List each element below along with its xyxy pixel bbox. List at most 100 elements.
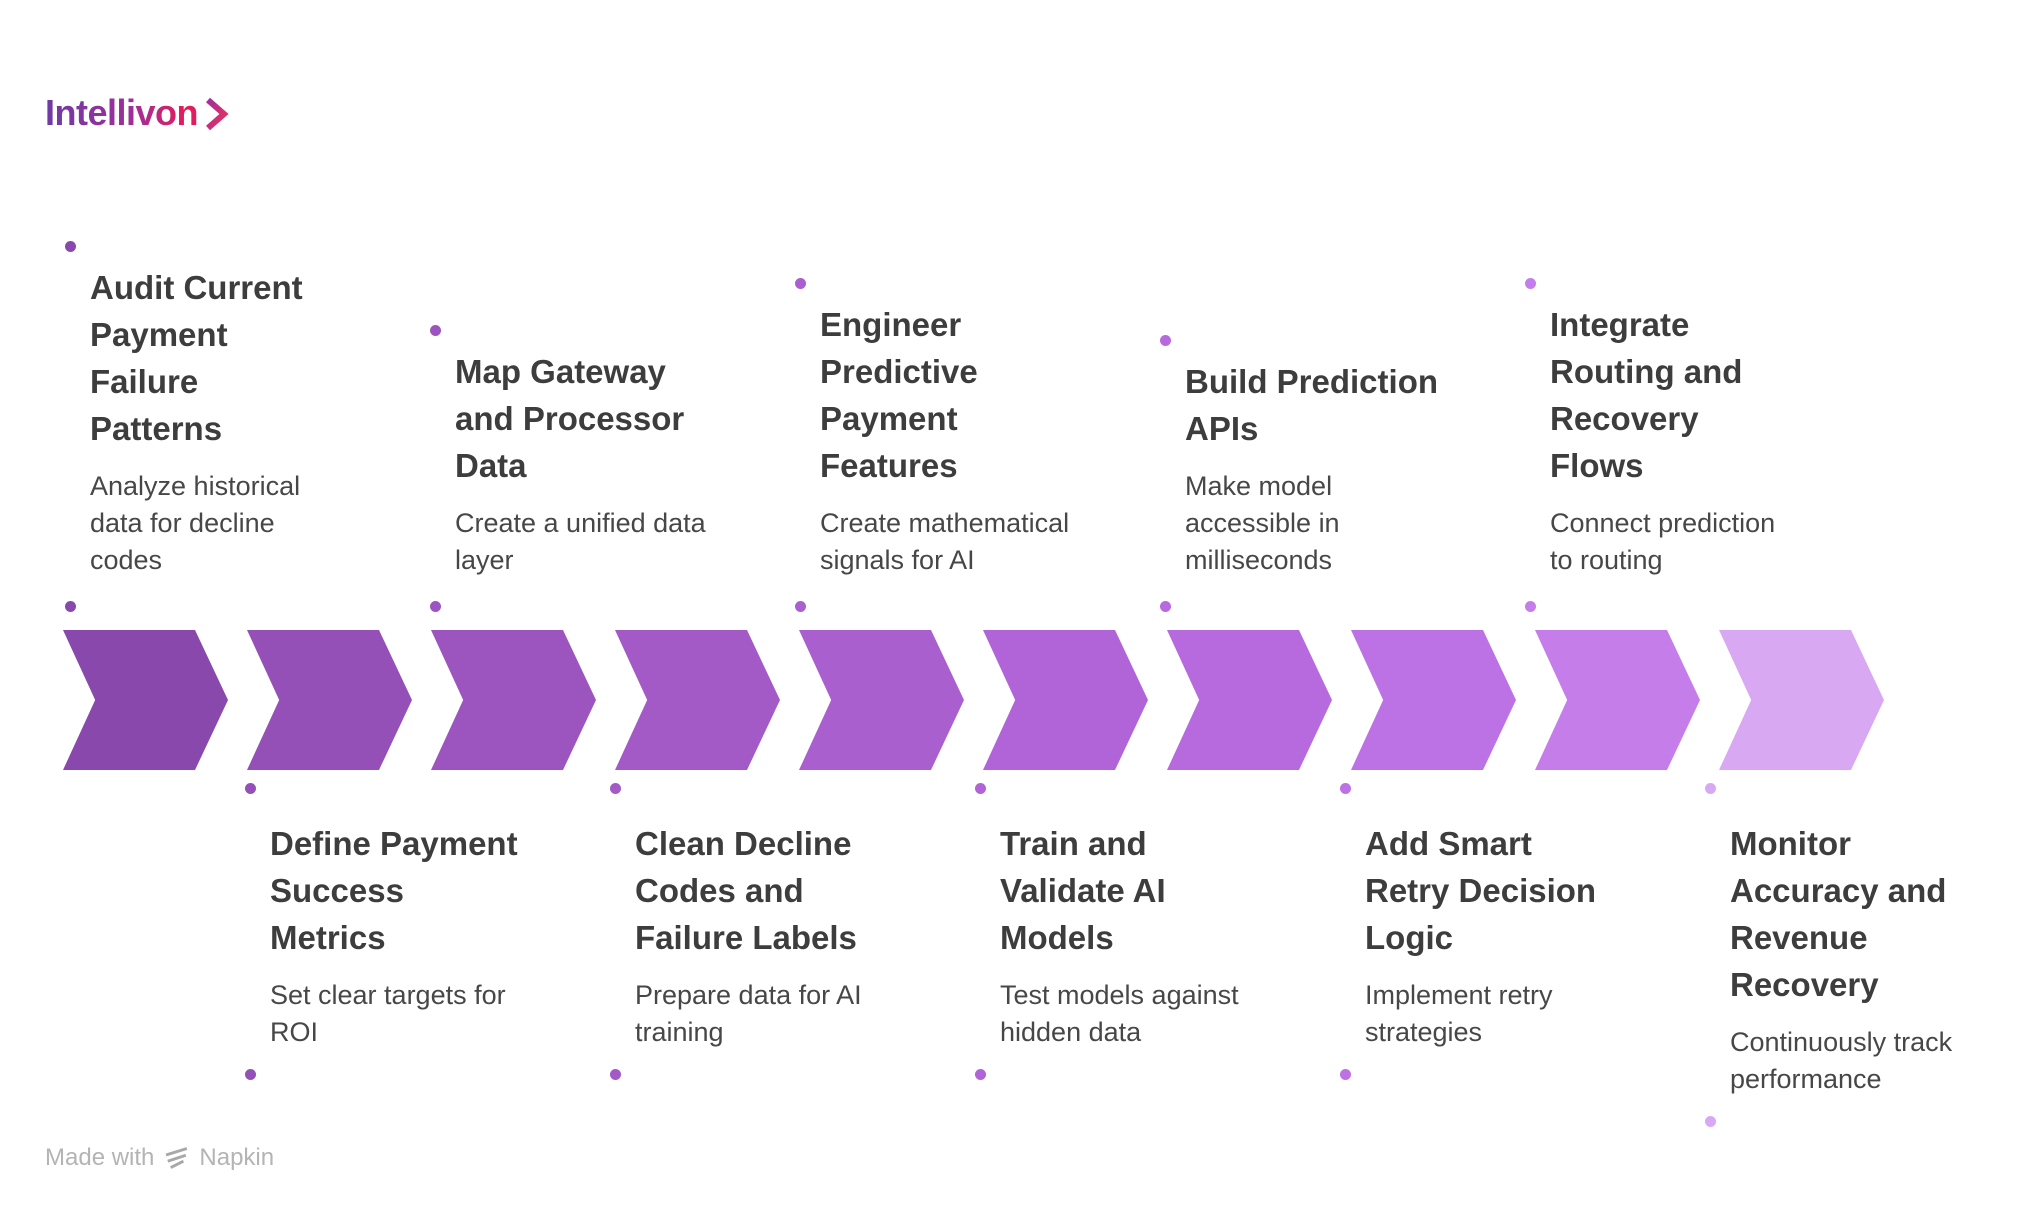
step-title-line: Payment <box>90 316 228 353</box>
step-description-line: data for decline <box>90 508 275 538</box>
step-description: Analyze historical data for decline codes <box>90 468 403 579</box>
step-description-line: hidden data <box>1000 1017 1142 1047</box>
step-description-line: Continuously track <box>1730 1027 1953 1057</box>
step-title-line: Success <box>270 872 404 909</box>
step-description-line: signals for AI <box>820 545 975 575</box>
step-title-line: Engineer <box>820 306 962 343</box>
step-marker-dot <box>1340 783 1351 794</box>
step-title-line: APIs <box>1185 410 1259 447</box>
step-description-line: milliseconds <box>1185 545 1333 575</box>
chevron-arrow <box>1351 630 1516 770</box>
step-title-line: Data <box>455 447 527 484</box>
chevron-arrow <box>983 630 1148 770</box>
step-title-line: Recovery <box>1730 966 1879 1003</box>
step-description-line: Analyze historical <box>90 471 301 501</box>
step-description-line: ROI <box>270 1017 319 1047</box>
step-marker-dot <box>430 325 441 336</box>
step-description-line: Test models against <box>1000 980 1239 1010</box>
step-title-line: Patterns <box>90 410 223 447</box>
step-description-line: codes <box>90 545 163 575</box>
step-description: Test models against hidden data <box>1000 977 1313 1051</box>
step-title-line: Logic <box>1365 919 1453 956</box>
step-title-line: Map Gateway <box>455 353 666 390</box>
step-title-line: Integrate <box>1550 306 1690 343</box>
step-description-line: accessible in <box>1185 508 1340 538</box>
step-marker-dot <box>610 783 621 794</box>
footer-brand: Napkin <box>199 1143 275 1171</box>
step-description-line: to routing <box>1550 545 1663 575</box>
step-description: Create mathematical signals for AI <box>820 505 1133 579</box>
step-title-line: and Processor <box>455 400 685 437</box>
step-marker-dot <box>975 783 986 794</box>
chevron-arrow <box>615 630 780 770</box>
step-description-line: layer <box>455 545 514 575</box>
chevron-arrow <box>1535 630 1700 770</box>
chevron-arrow <box>431 630 596 770</box>
step-description-line: Create a unified data <box>455 508 706 538</box>
step-title-line: Add Smart <box>1365 825 1532 862</box>
step-description-line: Create mathematical <box>820 508 1070 538</box>
made-with-napkin-credit: Made with Napkin <box>45 1143 274 1172</box>
step-title-line: Predictive <box>820 353 978 390</box>
step-marker-dot <box>1160 335 1171 346</box>
step-marker-dot <box>245 783 256 794</box>
intellivon-logo: Intellivon <box>45 92 230 134</box>
step-title-line: Features <box>820 447 958 484</box>
logo-chevron-icon <box>206 97 229 131</box>
step-description: Make model accessible in milliseconds <box>1185 468 1498 579</box>
step-title-line: Recovery <box>1550 400 1699 437</box>
step-marker-dot <box>1160 601 1171 612</box>
step-title-line: Retry Decision <box>1365 872 1597 909</box>
step-description-line: training <box>635 1017 724 1047</box>
step-marker-dot <box>1525 601 1536 612</box>
step-title-line: Revenue <box>1730 919 1868 956</box>
step-description-line: performance <box>1730 1064 1882 1094</box>
step-description-line: Make model <box>1185 471 1333 501</box>
chevron-arrow <box>1719 630 1884 770</box>
footer-prefix: Made with <box>45 1143 155 1171</box>
step-title-line: Failure Labels <box>635 919 857 956</box>
chevron-arrow <box>1167 630 1332 770</box>
step-title-line: Routing and <box>1550 353 1743 390</box>
step-marker-dot <box>795 278 806 289</box>
step-marker-dot <box>430 601 441 612</box>
step-marker-dot <box>975 1069 986 1080</box>
step-marker-dot <box>1340 1069 1351 1080</box>
step-marker-dot <box>610 1069 621 1080</box>
step-description: Create a unified data layer <box>455 505 768 579</box>
step-title-line: Clean Decline <box>635 825 852 862</box>
step-title-line: Models <box>1000 919 1114 956</box>
step-description-line: Implement retry <box>1365 980 1553 1010</box>
step-marker-dot <box>1705 1116 1716 1127</box>
step-marker-dot <box>65 241 76 252</box>
chevron-arrow <box>247 630 412 770</box>
step-title-line: Validate AI <box>1000 872 1166 909</box>
napkin-logo-icon <box>166 1147 188 1169</box>
step-title-line: Failure <box>90 363 199 400</box>
step-description-line: Connect prediction <box>1550 508 1776 538</box>
step-description: Connect prediction to routing <box>1550 505 1863 579</box>
chevron-arrow-row <box>63 630 1953 770</box>
step-title-line: Train and <box>1000 825 1147 862</box>
step-title-line: Audit Current <box>90 269 303 306</box>
step-title-line: Monitor <box>1730 825 1851 862</box>
